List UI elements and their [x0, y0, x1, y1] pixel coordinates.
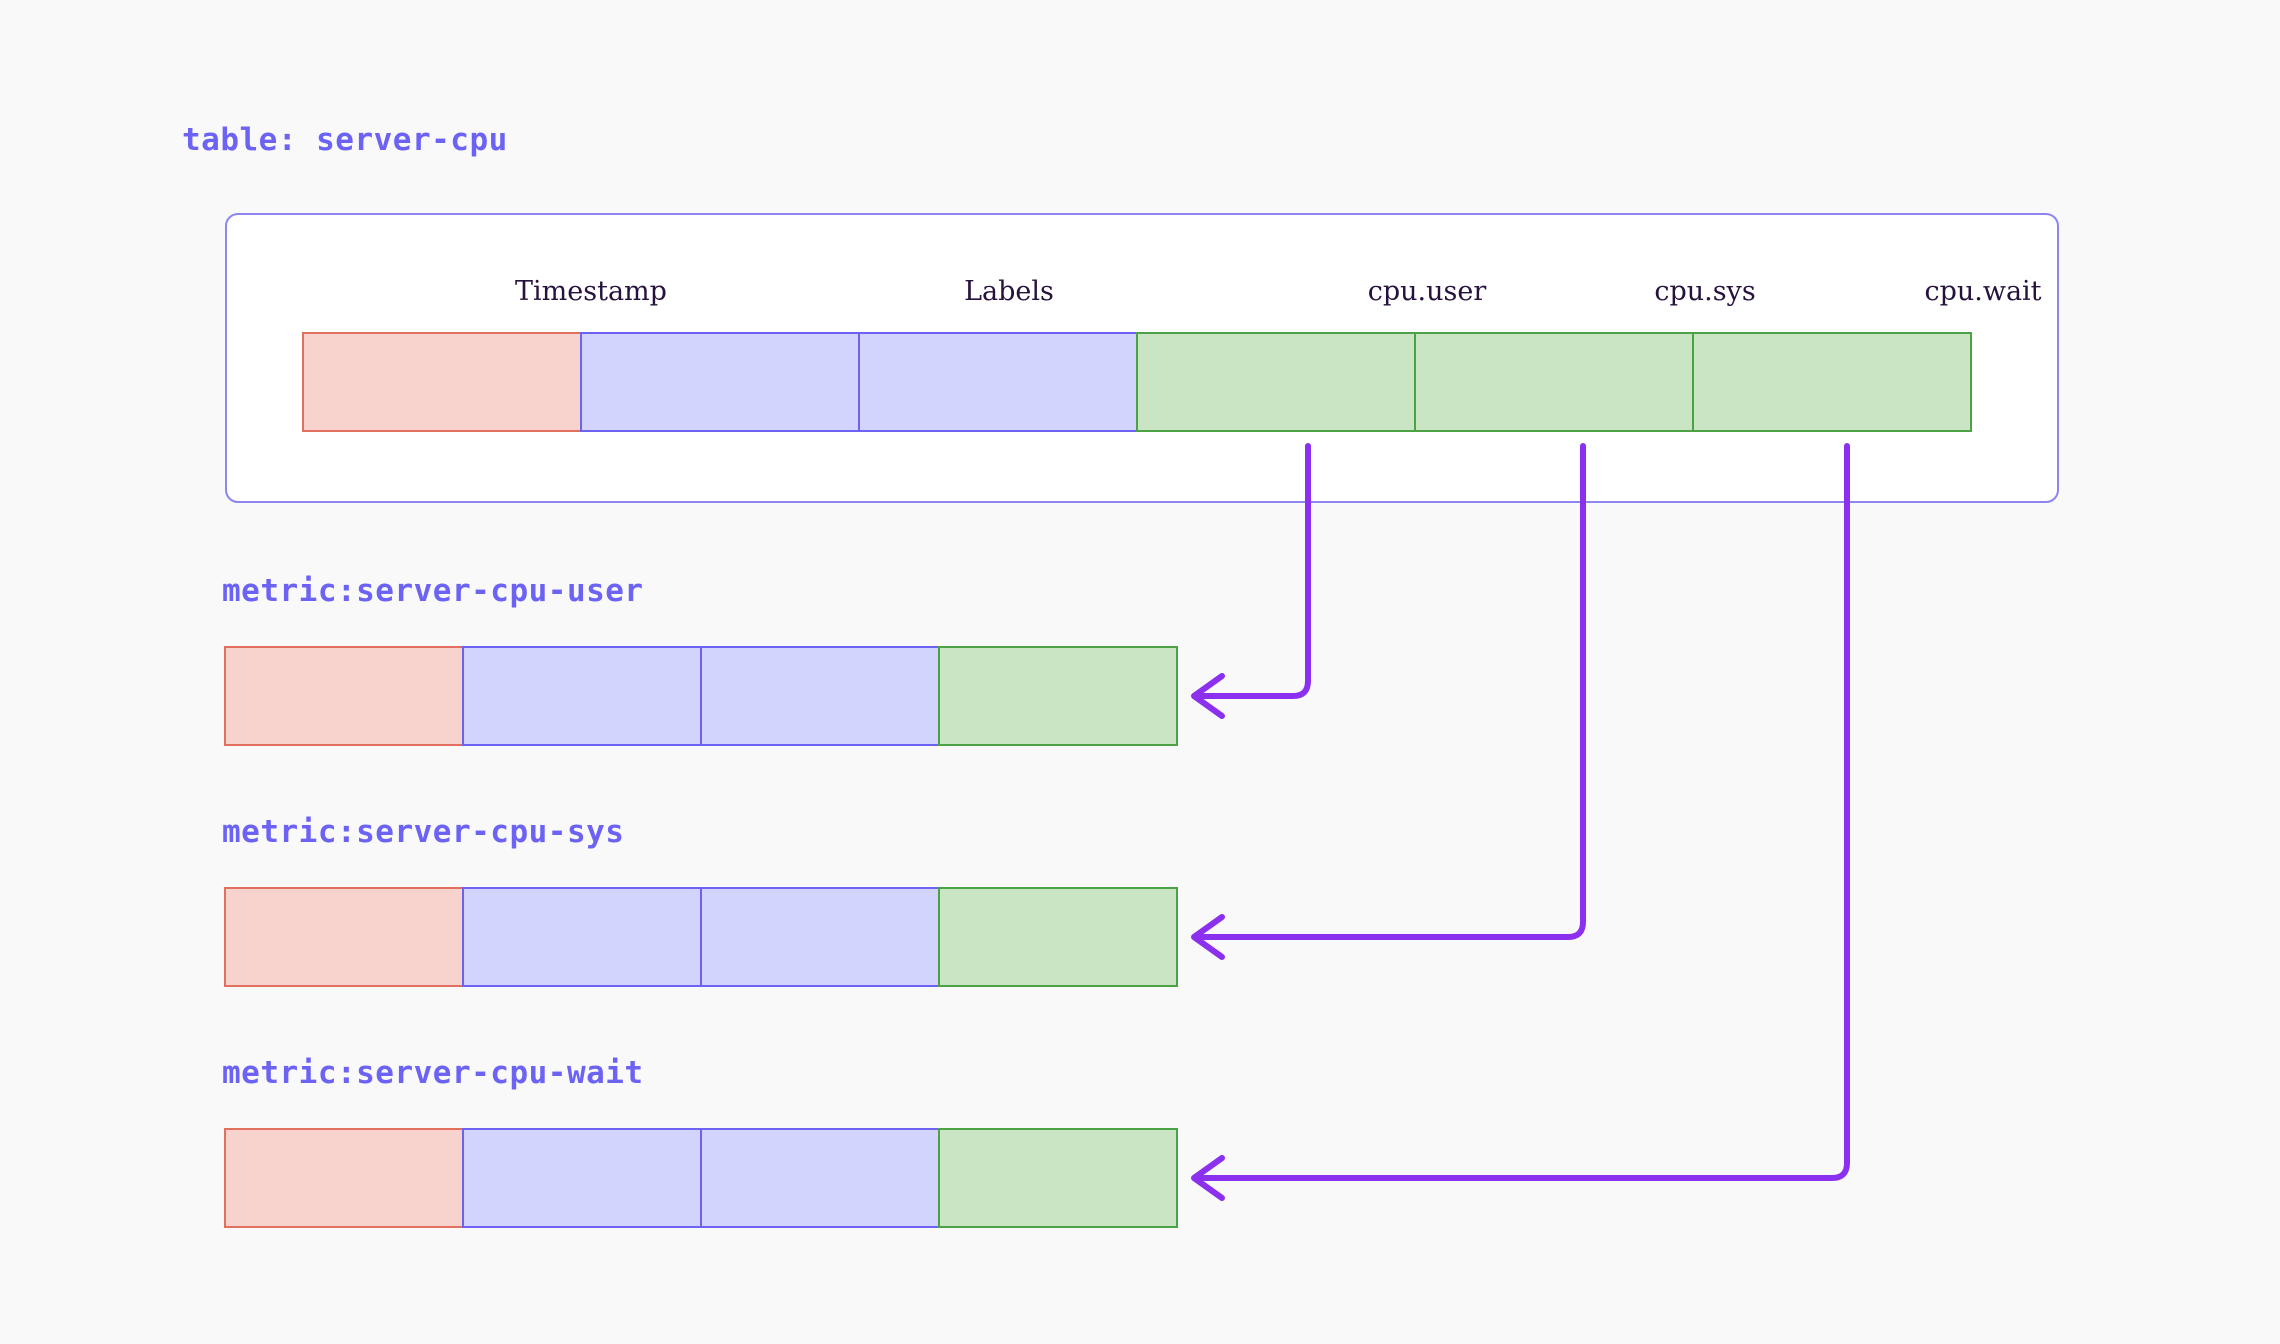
metric-title-server-cpu-sys: metric:server-cpu-sys	[222, 814, 625, 850]
metric-cell-value	[938, 887, 1178, 987]
column-header-timestamp: Timestamp	[515, 276, 667, 307]
metric-title-server-cpu-wait: metric:server-cpu-wait	[222, 1055, 644, 1091]
arrow-cpu-sys	[1191, 443, 1586, 960]
metric-cell-timestamp	[224, 1128, 464, 1228]
table-cell-cpu-sys	[1414, 332, 1694, 432]
metric-cell-timestamp	[224, 646, 464, 746]
table-cell-labels-1	[580, 332, 860, 432]
table-title: table: server-cpu	[182, 122, 508, 158]
column-header-cpu-sys: cpu.sys	[1654, 276, 1756, 307]
table-cell-cpu-user	[1136, 332, 1416, 432]
column-header-cpu-user: cpu.user	[1367, 276, 1487, 307]
metric-cell-timestamp	[224, 887, 464, 987]
metric-cell-labels-1	[462, 646, 702, 746]
metric-cell-labels-1	[462, 1128, 702, 1228]
metric-title-server-cpu-user: metric:server-cpu-user	[222, 573, 644, 609]
table-cell-labels-2	[858, 332, 1138, 432]
metric-cell-labels-2	[700, 887, 940, 987]
column-header-labels: Labels	[964, 276, 1054, 307]
arrow-cpu-wait	[1191, 443, 1850, 1201]
metric-cell-value	[938, 1128, 1178, 1228]
table-cell-timestamp	[302, 332, 582, 432]
column-header-cpu-wait: cpu.wait	[1924, 276, 2042, 307]
metric-cell-value	[938, 646, 1178, 746]
metric-cell-labels-1	[462, 887, 702, 987]
table-column-headers: Timestamp Labels cpu.user cpu.sys cpu.wa…	[225, 276, 2059, 316]
table-cell-cpu-wait	[1692, 332, 1972, 432]
metric-cell-labels-2	[700, 646, 940, 746]
metric-cell-labels-2	[700, 1128, 940, 1228]
